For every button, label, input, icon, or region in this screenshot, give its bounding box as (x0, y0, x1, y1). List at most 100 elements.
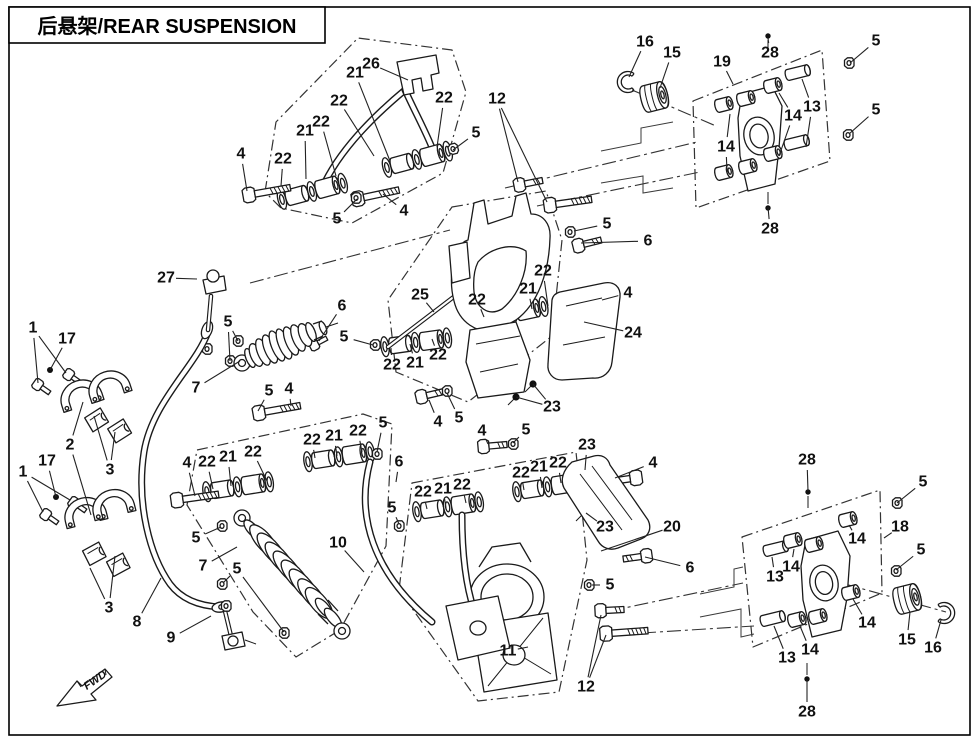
svg-text:17: 17 (58, 331, 76, 348)
lower-a-arm (361, 458, 511, 661)
callout-6: 6 (395, 454, 404, 483)
guard-plate-24 (547, 281, 621, 381)
callout-13: 13 (801, 78, 821, 148)
callout-22: 22 (349, 423, 367, 453)
callout-4: 4 (285, 381, 294, 407)
svg-text:4: 4 (183, 455, 192, 472)
svg-text:26: 26 (362, 56, 380, 73)
callout-3: 3 (89, 555, 116, 617)
bushing (785, 610, 808, 629)
svg-text:22: 22 (330, 93, 348, 110)
callout-5: 5 (192, 526, 222, 547)
skid-plates (547, 281, 651, 550)
bolt (542, 191, 594, 215)
svg-text:22: 22 (435, 90, 453, 107)
pivot-pin (783, 63, 812, 82)
callout-14: 14 (778, 92, 802, 157)
callout-2: 2 (66, 401, 92, 516)
callout-4: 4 (601, 285, 633, 302)
svg-text:22: 22 (512, 465, 530, 482)
callout-26: 26 (362, 56, 409, 81)
svg-text:1: 1 (29, 320, 38, 337)
svg-text:13: 13 (778, 650, 796, 667)
shock-absorber-top (233, 320, 339, 372)
svg-text:11: 11 (500, 643, 517, 660)
callout-3: 3 (93, 415, 116, 479)
callout-15: 15 (898, 611, 916, 649)
nut (216, 520, 228, 532)
callout-21: 21 (406, 343, 424, 372)
svg-text:27: 27 (157, 270, 175, 287)
callout-21: 21 (434, 481, 452, 509)
stabilizer-bar (138, 269, 257, 651)
frame-ghost-outlines (600, 121, 755, 638)
svg-text:15: 15 (898, 632, 916, 649)
bushing (836, 510, 859, 529)
svg-text:21: 21 (296, 123, 314, 140)
svg-text:5: 5 (919, 474, 928, 491)
svg-text:28: 28 (798, 452, 816, 469)
svg-text:23: 23 (578, 437, 596, 454)
svg-text:4: 4 (434, 414, 443, 431)
callout-5: 5 (257, 383, 274, 412)
svg-text:25: 25 (411, 287, 429, 304)
svg-text:21: 21 (325, 428, 343, 445)
nut (278, 627, 290, 639)
callout-28: 28 (761, 37, 779, 62)
callout-21: 21 (519, 281, 537, 310)
svg-text:13: 13 (803, 99, 821, 116)
svg-text:24: 24 (624, 325, 642, 342)
callout-19: 19 (713, 54, 734, 85)
callout-22: 22 (414, 484, 432, 510)
panel-upper-a-arm (264, 37, 467, 224)
svg-text:5: 5 (872, 33, 881, 50)
callout-22: 22 (198, 454, 216, 490)
callout-22: 22 (312, 114, 337, 177)
svg-text:22: 22 (453, 477, 471, 494)
svg-text:5: 5 (522, 422, 531, 439)
svg-text:6: 6 (644, 233, 653, 250)
nut (232, 335, 244, 347)
shock-absorber-bottom (233, 509, 351, 640)
callout-28: 28 (798, 680, 816, 721)
callout-22: 22 (244, 444, 268, 482)
callout-12: 12 (577, 614, 607, 696)
screw (507, 392, 521, 406)
svg-text:3: 3 (106, 462, 115, 479)
svg-text:5: 5 (917, 542, 926, 559)
svg-text:4: 4 (649, 455, 658, 472)
svg-text:4: 4 (400, 203, 409, 220)
callout-21: 21 (325, 428, 343, 457)
bushing (712, 95, 735, 114)
bolt (593, 601, 625, 619)
callout-14: 14 (782, 548, 800, 576)
nut (350, 192, 362, 204)
callout-21: 21 (530, 459, 548, 489)
callout-5: 5 (224, 314, 239, 362)
svg-text:21: 21 (530, 459, 548, 476)
bolt (570, 232, 604, 255)
svg-text:1: 1 (19, 464, 28, 481)
svg-text:22: 22 (303, 432, 321, 449)
arm-clevis (445, 595, 511, 661)
snap-ring (616, 70, 635, 94)
callout-6: 6 (580, 233, 653, 250)
svg-text:5: 5 (455, 410, 464, 427)
bushing (761, 76, 784, 95)
bolt (476, 436, 509, 455)
callout-7: 7 (192, 360, 241, 397)
svg-text:2: 2 (66, 437, 75, 454)
callout-21: 21 (346, 65, 391, 162)
svg-text:5: 5 (224, 314, 233, 331)
callout-5: 5 (376, 415, 388, 453)
svg-text:5: 5 (606, 577, 615, 594)
panel-knuckle-upper (692, 49, 831, 209)
callout-11: 11 (500, 643, 529, 660)
svg-text:22: 22 (429, 347, 447, 364)
center-bracket (385, 192, 551, 399)
svg-text:5: 5 (333, 211, 342, 228)
svg-text:4: 4 (237, 146, 246, 163)
callout-4: 4 (183, 455, 196, 497)
